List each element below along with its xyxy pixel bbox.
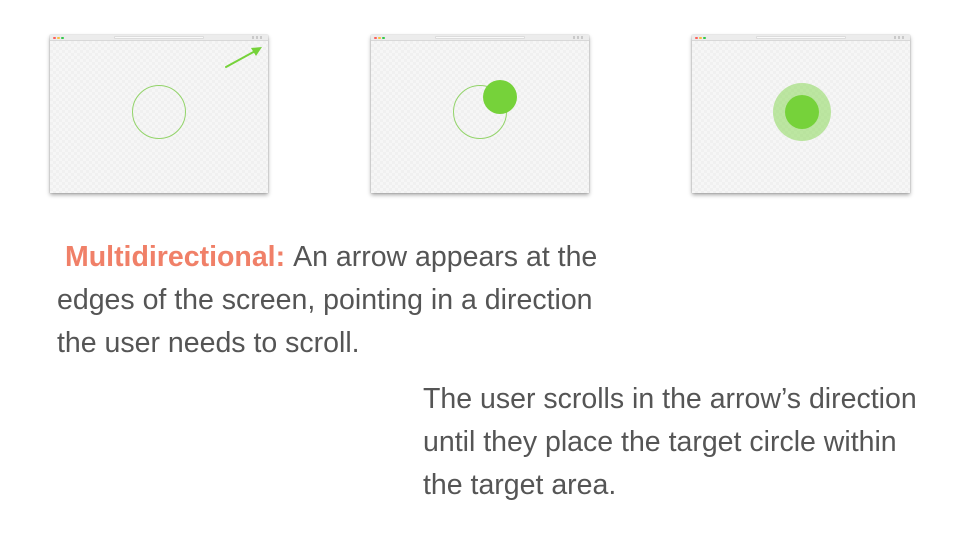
- window-titlebar: [50, 35, 268, 41]
- caption-body: An arrow appears at the edges of the scr…: [57, 241, 598, 359]
- minimize-button[interactable]: [699, 36, 702, 39]
- close-button[interactable]: [374, 36, 377, 39]
- close-button[interactable]: [53, 36, 56, 39]
- minimize-button[interactable]: [378, 36, 381, 39]
- zoom-button[interactable]: [703, 36, 706, 39]
- screenshot-step-1: [50, 35, 268, 193]
- address-bar[interactable]: [756, 36, 846, 39]
- window-titlebar: [692, 35, 910, 41]
- zoom-button[interactable]: [382, 36, 385, 39]
- address-bar[interactable]: [114, 36, 204, 39]
- close-button[interactable]: [695, 36, 698, 39]
- minimize-button[interactable]: [57, 36, 60, 39]
- window-titlebar: [371, 35, 589, 41]
- zoom-button[interactable]: [61, 36, 64, 39]
- target-ring: [132, 85, 186, 139]
- address-bar[interactable]: [435, 36, 525, 39]
- screenshot-step-2: [371, 35, 589, 193]
- caption-multidirectional: Multidirectional:An arrow appears at the…: [57, 236, 637, 365]
- caption-label: Multidirectional:: [65, 241, 286, 273]
- caption-scroll-instruction: The user scrolls in the arrow’s directio…: [423, 383, 917, 501]
- toolbar-icons: [894, 36, 906, 39]
- screenshot-step-3: [692, 35, 910, 193]
- toolbar-icons: [252, 36, 264, 39]
- arrow-up-right-icon: [225, 47, 262, 68]
- target-dot[interactable]: [785, 95, 819, 129]
- toolbar-icons: [573, 36, 585, 39]
- target-dot[interactable]: [483, 80, 517, 114]
